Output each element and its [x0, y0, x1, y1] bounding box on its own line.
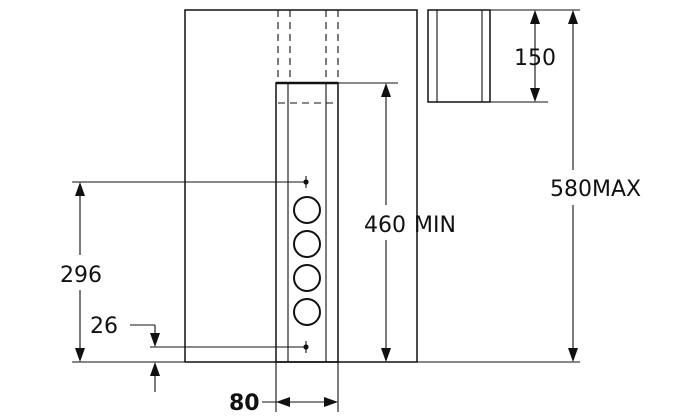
dim-150-label: 150	[514, 46, 556, 71]
top-box	[427, 9, 491, 103]
dim-580-label: 580MAX	[550, 177, 641, 202]
button-hole-4	[293, 298, 321, 326]
dim-296-arrow-bottom	[75, 348, 85, 362]
button-hole-2	[293, 230, 321, 258]
dim-26-arrow-bottom	[150, 362, 160, 376]
dim-150-arrow-bottom	[530, 88, 540, 102]
button-hole-3	[293, 264, 321, 292]
button-hole-1	[293, 196, 321, 224]
dim-150-arrow-top	[530, 10, 540, 24]
dim-460-arrow-bottom	[381, 348, 391, 362]
dim-80-arrow-left	[276, 397, 290, 407]
dim-80-label: 80	[229, 391, 260, 416]
dim-26-arrow-top	[150, 333, 160, 347]
dim-460-arrow-top	[381, 83, 391, 97]
dim-26-label: 26	[90, 314, 118, 339]
dim-580-arrow-bottom	[568, 348, 578, 362]
dim-580-arrow-top	[568, 10, 578, 24]
dim-296-label: 296	[60, 263, 102, 288]
dim-296-arrow-top	[75, 182, 85, 196]
buttons-group	[293, 196, 321, 326]
dim-80-arrow-right	[324, 397, 338, 407]
